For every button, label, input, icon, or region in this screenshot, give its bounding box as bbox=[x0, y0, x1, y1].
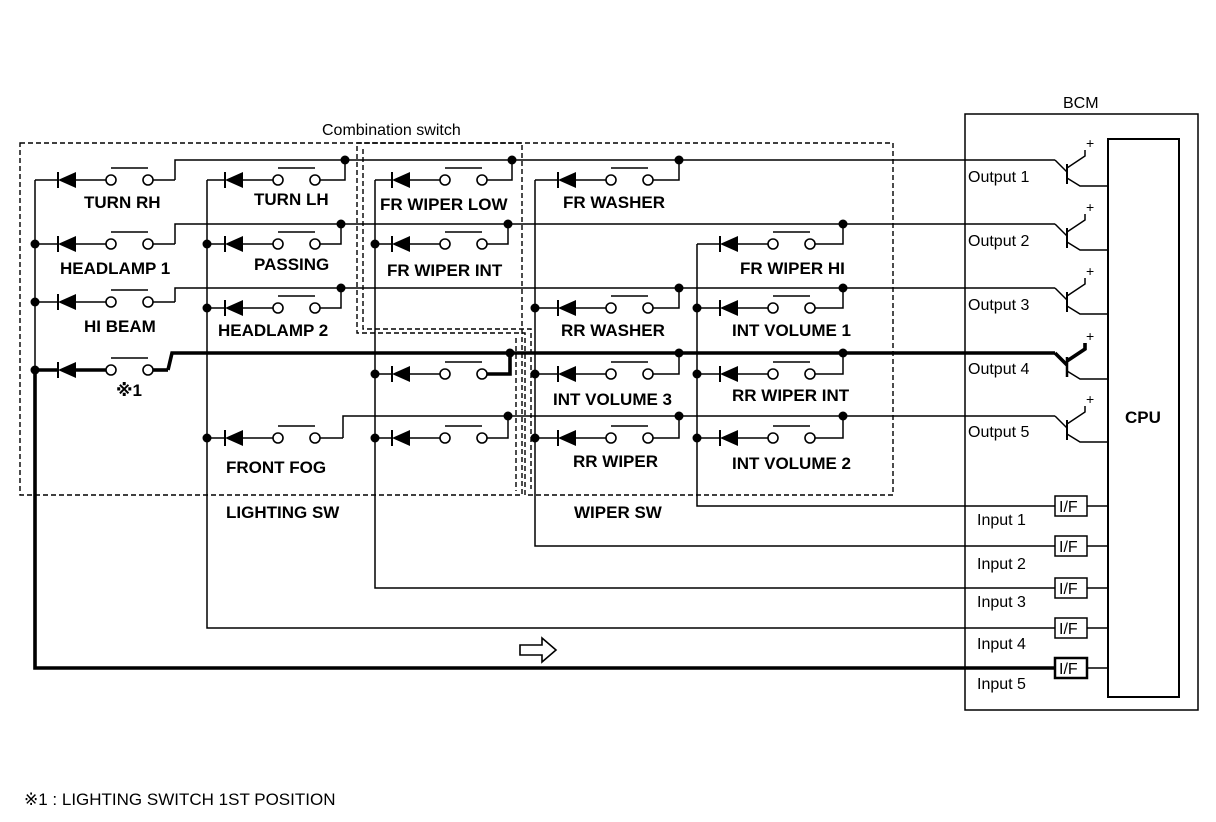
switch-rr-washer bbox=[557, 295, 654, 317]
output-4-label: Output 4 bbox=[968, 361, 1029, 378]
wiring bbox=[33, 159, 1055, 670]
label-fr-wiper-hi: FR WIPER HI bbox=[740, 259, 845, 278]
output-3-label: Output 3 bbox=[968, 297, 1029, 314]
input-1-label: Input 1 bbox=[977, 512, 1026, 529]
label-int-volume-1: INT VOLUME 1 bbox=[732, 321, 851, 340]
label-hi-beam: HI BEAM bbox=[84, 317, 156, 336]
switch-turn-lh bbox=[224, 167, 321, 189]
output-transistors: + + + + + bbox=[1053, 135, 1108, 443]
label-fr-wiper-int: FR WIPER INT bbox=[387, 261, 503, 280]
label-lighting-1st: ※1 bbox=[116, 381, 142, 400]
switch-headlamp-1 bbox=[57, 231, 154, 253]
svg-text:+: + bbox=[1086, 391, 1094, 407]
output-2-label: Output 2 bbox=[968, 233, 1029, 250]
output-5-label: Output 5 bbox=[968, 424, 1029, 441]
switch-passing bbox=[224, 231, 321, 253]
input-2-label: Input 2 bbox=[977, 556, 1026, 573]
switch-fr-wiper-hi bbox=[719, 231, 816, 253]
label-passing: PASSING bbox=[254, 255, 329, 274]
input-3-label: Input 3 bbox=[977, 594, 1026, 611]
wiper-switch-boundary bbox=[356, 142, 894, 496]
svg-text:+: + bbox=[1086, 199, 1094, 215]
footnote: ※1 : LIGHTING SWITCH 1ST POSITION bbox=[24, 790, 335, 809]
cpu-label: CPU bbox=[1125, 408, 1161, 427]
switch-rr-wiper-int bbox=[719, 361, 816, 383]
label-int-volume-2: INT VOLUME 2 bbox=[732, 454, 851, 473]
switch-headlamp-2 bbox=[224, 295, 321, 317]
output-1-label: Output 1 bbox=[968, 169, 1029, 186]
switch-turn-rh bbox=[57, 167, 154, 189]
switch-fr-wiper-int bbox=[391, 231, 488, 253]
switch-int-volume-2 bbox=[719, 425, 816, 447]
switch-hi-beam bbox=[57, 289, 154, 311]
svg-text:+: + bbox=[1086, 328, 1094, 344]
switch-int-volume-1 bbox=[719, 295, 816, 317]
switch-int-volume-3 bbox=[557, 361, 654, 383]
lighting-switch-boundary bbox=[19, 142, 523, 496]
switch-rr-wiper bbox=[557, 425, 654, 447]
interface-label-5: I/F bbox=[1059, 661, 1078, 678]
label-fr-wiper-low: FR WIPER LOW bbox=[380, 195, 508, 214]
lighting-sw-label: LIGHTING SW bbox=[226, 503, 340, 522]
label-fr-washer: FR WASHER bbox=[563, 193, 665, 212]
switch-fr-wiper-low bbox=[391, 167, 488, 189]
label-headlamp-2: HEADLAMP 2 bbox=[218, 321, 328, 340]
label-turn-rh: TURN RH bbox=[84, 193, 161, 212]
transistor-output-3: + bbox=[1054, 263, 1108, 315]
label-rr-wiper: RR WIPER bbox=[573, 452, 658, 471]
cpu-box bbox=[1107, 138, 1180, 698]
input-4-label: Input 4 bbox=[977, 636, 1026, 653]
signal-direction-arrow bbox=[519, 636, 558, 664]
bcm-box bbox=[964, 113, 1199, 711]
combination-switch-title: Combination switch bbox=[322, 122, 461, 139]
input-interfaces bbox=[1053, 495, 1108, 680]
label-turn-lh: TURN LH bbox=[254, 190, 329, 209]
label-int-volume-3: INT VOLUME 3 bbox=[553, 390, 672, 409]
interface-label-2: I/F bbox=[1059, 539, 1078, 556]
switch-lighting-row5-wiper-col1 bbox=[391, 425, 488, 447]
svg-text:+: + bbox=[1086, 135, 1094, 151]
interface-label-3: I/F bbox=[1059, 581, 1078, 598]
switch-fr-washer bbox=[557, 167, 654, 189]
transistor-output-5: + bbox=[1054, 391, 1108, 443]
junction-dots bbox=[30, 155, 848, 443]
transistor-output-2: + bbox=[1054, 199, 1108, 251]
switch-lighting-1st bbox=[57, 357, 154, 379]
transistor-output-4: + bbox=[1053, 328, 1108, 380]
switch-lighting-row4-wiper-col1 bbox=[391, 361, 488, 383]
transistor-output-1: + bbox=[1054, 135, 1108, 187]
wiper-sw-label: WIPER SW bbox=[574, 503, 663, 522]
wiper-switch-boundary-inner bbox=[362, 149, 532, 489]
label-rr-washer: RR WASHER bbox=[561, 321, 665, 340]
svg-text:+: + bbox=[1086, 263, 1094, 279]
interface-label-1: I/F bbox=[1059, 499, 1078, 516]
switch-front-fog bbox=[224, 425, 321, 447]
label-headlamp-1: HEADLAMP 1 bbox=[60, 259, 170, 278]
bcm-title: BCM bbox=[1063, 95, 1099, 112]
label-front-fog: FRONT FOG bbox=[226, 458, 326, 477]
label-rr-wiper-int: RR WIPER INT bbox=[732, 386, 850, 405]
input-5-label: Input 5 bbox=[977, 676, 1026, 693]
interface-label-4: I/F bbox=[1059, 621, 1078, 638]
